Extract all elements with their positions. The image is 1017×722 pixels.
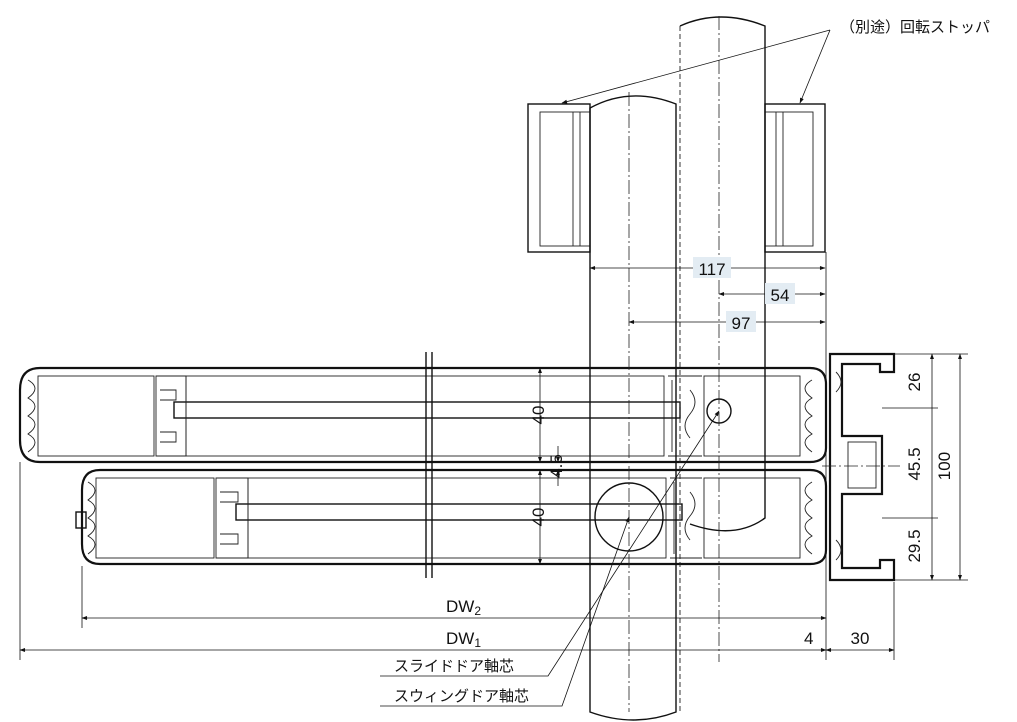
dim-40-lower: 40 bbox=[529, 508, 548, 527]
label-slide-door-axis: スライドドア軸芯 bbox=[394, 657, 514, 675]
dim-4: 4 bbox=[804, 629, 813, 648]
dim-29-5: 29.5 bbox=[905, 529, 924, 562]
dim-dw1: DW1 bbox=[446, 629, 481, 650]
dim-4-5: 4.5 bbox=[547, 454, 566, 478]
dim-54: 54 bbox=[771, 286, 790, 305]
axis-center-lines bbox=[628, 16, 900, 712]
annotation-labels: （別途）回転ストッパ スライドドア軸芯 スウィングドア軸芯 bbox=[394, 18, 990, 705]
door-panel-upper bbox=[18, 366, 828, 464]
dim-100: 100 bbox=[935, 452, 954, 480]
slide-door-cylinder bbox=[589, 95, 677, 721]
label-swing-door-axis: スウィングドア軸芯 bbox=[394, 687, 529, 705]
rotation-stopper-right bbox=[764, 103, 826, 253]
rotation-stopper-left bbox=[527, 103, 591, 253]
dim-97: 97 bbox=[732, 314, 751, 333]
frame-profile bbox=[828, 352, 896, 582]
label-rotation-stopper: （別途）回転ストッパ bbox=[840, 18, 990, 36]
dim-117: 117 bbox=[698, 260, 725, 279]
dimension-texts: 117 54 97 40 4.5 40 26 45.5 100 29.5 DW2… bbox=[446, 257, 954, 650]
leader-lines bbox=[380, 29, 831, 707]
door-panel-lower bbox=[75, 468, 828, 566]
break-lines bbox=[425, 352, 433, 578]
extension-lines bbox=[19, 252, 968, 660]
dim-45-5: 45.5 bbox=[905, 447, 924, 480]
swing-door-cylinder bbox=[679, 16, 766, 712]
dim-26: 26 bbox=[905, 373, 924, 392]
dim-dw2: DW2 bbox=[446, 597, 481, 618]
dimension-lines bbox=[19, 266, 962, 652]
dim-40-upper: 40 bbox=[529, 406, 548, 425]
dim-30: 30 bbox=[851, 629, 870, 648]
